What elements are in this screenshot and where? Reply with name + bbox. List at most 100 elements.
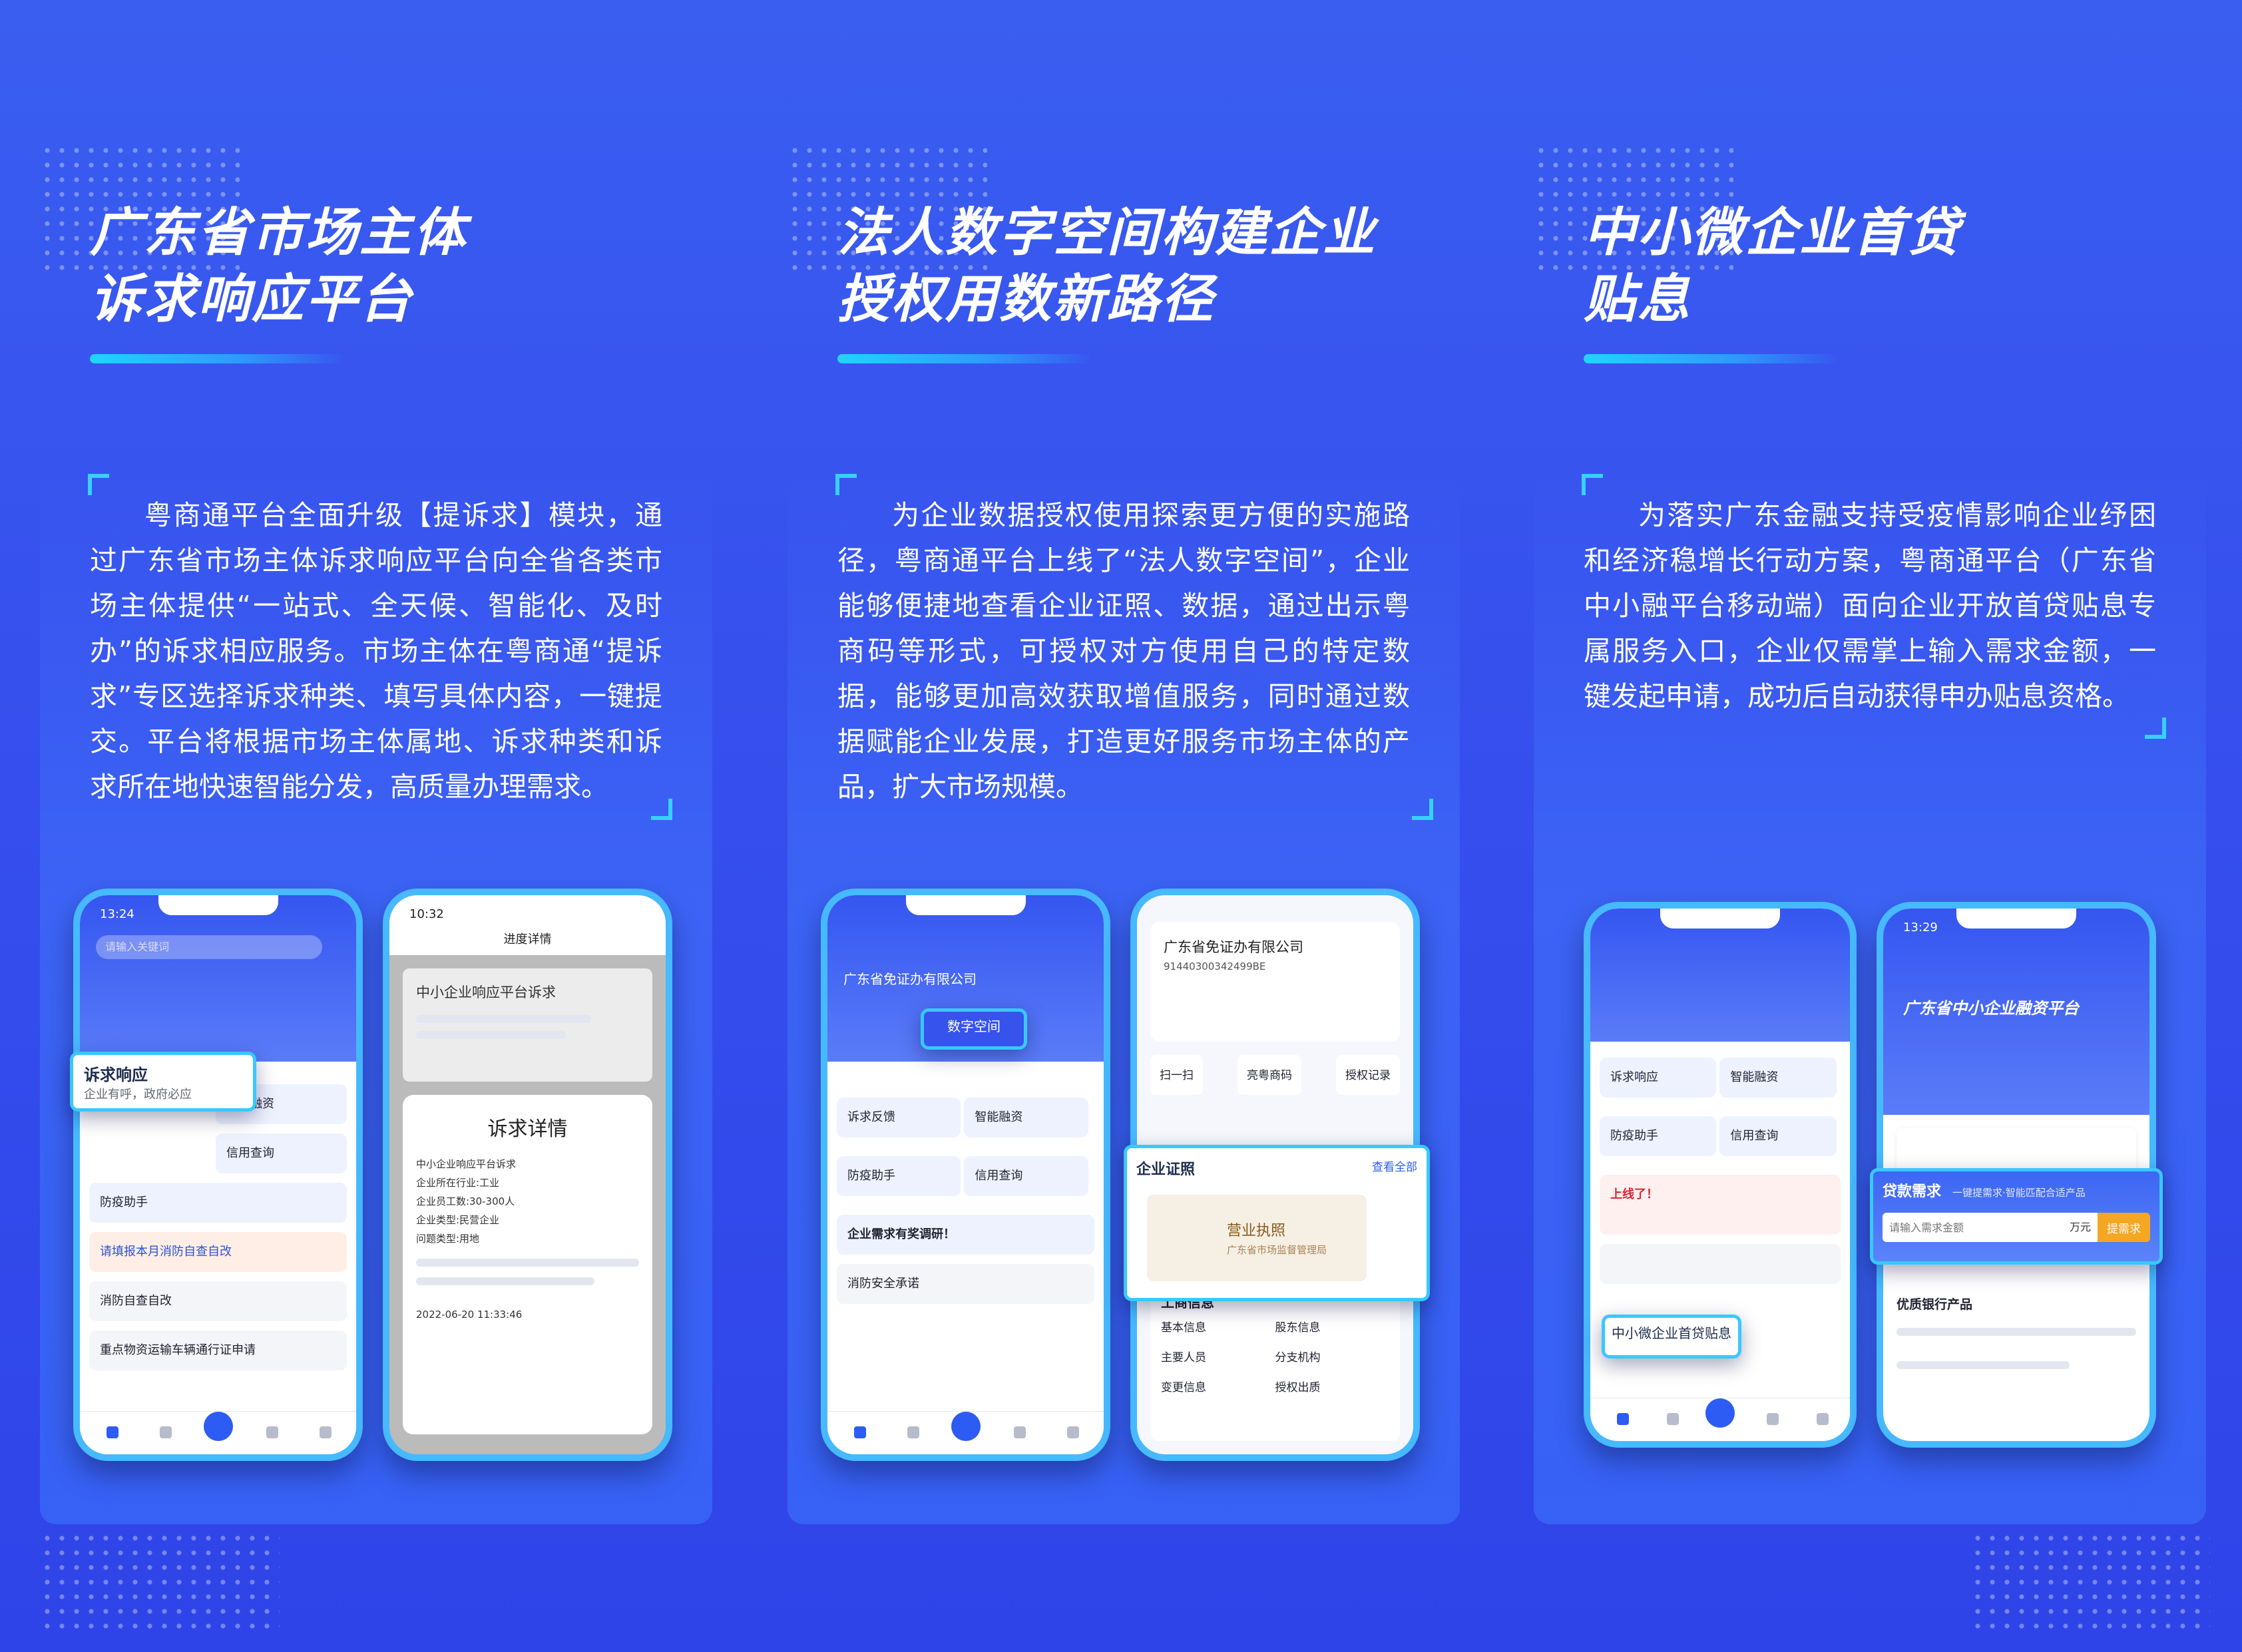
license-card[interactable]: 营业执照 广东省市场监督管理局: [1147, 1195, 1367, 1281]
detail-title: 诉求详情: [487, 1118, 568, 1141]
home-icon[interactable]: [1617, 1413, 1629, 1425]
info-item[interactable]: 分支机构: [1275, 1351, 1321, 1364]
amount-input[interactable]: [1883, 1213, 2063, 1242]
status-time: 13:24: [100, 907, 134, 921]
list-item[interactable]: 重点物资运输车辆通行证申请: [89, 1331, 347, 1370]
bottom-nav: [827, 1411, 1104, 1454]
phone-content: 诉求响应 智能融资 防疫助手 信用查询 上线了！: [1600, 1048, 1841, 1394]
info-item[interactable]: 股东信息: [1275, 1321, 1321, 1335]
submit-time: 2022-06-20 11:33:46: [416, 1309, 523, 1321]
scan-button[interactable]: 扫一扫: [1150, 1055, 1203, 1095]
info-item[interactable]: 基本信息: [1161, 1321, 1206, 1335]
callout-subtitle: 一键提需求·智能匹配合适产品: [1952, 1187, 2086, 1199]
phone-topbar: [389, 895, 666, 955]
tab-digital-space[interactable]: 数字空间: [921, 1008, 1027, 1050]
section-title: 优质银行产品: [1897, 1297, 1973, 1312]
phone-mockup-detail: 10:32 进度详情 中小企业响应平台诉求 诉求详情 中小企业响应平台诉求 企业…: [383, 889, 672, 1461]
service-item[interactable]: 防疫助手: [837, 1156, 961, 1196]
page-title: 进度详情: [503, 932, 552, 946]
column-paragraph: 为企业数据授权使用探索更方便的实施路径，粤商通平台上线了“法人数字空间”，企业能…: [837, 499, 1410, 803]
phone-notch: [1956, 909, 2076, 929]
service-item[interactable]: 信用查询: [964, 1156, 1088, 1196]
company-name: 广东省免证办有限公司: [843, 971, 977, 987]
submit-demand-button[interactable]: 提需求: [2098, 1213, 2150, 1242]
service-item[interactable]: 智能融资: [964, 1098, 1088, 1137]
list-item[interactable]: 消防自查自改: [89, 1281, 347, 1321]
callout-title: 企业证照: [1136, 1161, 1196, 1178]
action-bar: 扫一扫 亮粤商码 授权记录: [1150, 1055, 1400, 1095]
service-item[interactable]: 防疫助手: [1600, 1116, 1717, 1156]
column-complaint-platform: 广东省市场主体 诉求响应平台 粤商通平台全面升级【提诉求】模块，通过广东省市场主…: [40, 0, 712, 1524]
phone-mockup-home: 13:24 请输入关键词 智能融资 信用查询 防疫助手 请填报本月消防自查自改 …: [73, 889, 363, 1461]
column-digital-space: 法人数字空间构建企业 授权用数新路径 为企业数据授权使用探索更方便的实施路径，粤…: [787, 0, 1460, 1524]
service-icon[interactable]: [1667, 1413, 1679, 1425]
list-item[interactable]: 消防安全承诺: [837, 1264, 1094, 1304]
search-input[interactable]: 请输入关键词: [96, 935, 322, 959]
profile-icon[interactable]: [1817, 1413, 1829, 1425]
phone-notch: [158, 895, 278, 915]
callout-header: 贷款需求 一键提需求·智能匹配合适产品: [1883, 1179, 2150, 1201]
phone-content: 诉求反馈 智能融资 防疫助手 信用查询 企业需求有奖调研！ 消防安全承诺: [837, 1088, 1094, 1408]
info-item[interactable]: 主要人员: [1161, 1351, 1206, 1364]
message-icon[interactable]: [1767, 1413, 1779, 1425]
service-item[interactable]: 智能融资: [1719, 1058, 1837, 1098]
company-name: 广东省免证办有限公司: [1164, 939, 1303, 955]
profile-icon[interactable]: [320, 1426, 332, 1438]
amount-unit: 万元: [2062, 1213, 2098, 1242]
home-icon[interactable]: [107, 1426, 118, 1438]
first-loan-subsidy-callout[interactable]: 中小微企业首贷贴息: [1602, 1315, 1741, 1358]
message-icon[interactable]: [1014, 1426, 1026, 1438]
scan-code-icon[interactable]: [951, 1412, 981, 1441]
promo-banner[interactable]: 上线了！: [1600, 1175, 1841, 1235]
license-org: 广东省市场监督管理局: [1227, 1244, 1327, 1256]
show-code-button[interactable]: 亮粤商码: [1237, 1055, 1301, 1095]
scan-code-icon[interactable]: [1705, 1398, 1735, 1428]
message-icon[interactable]: [266, 1426, 278, 1438]
view-all-link[interactable]: 查看全部: [1372, 1161, 1417, 1174]
title-underline: [90, 354, 343, 363]
column-title: 广东省市场主体 诉求响应平台: [90, 203, 468, 329]
case-title: 中小企业响应平台诉求: [416, 984, 556, 1000]
promo-banner[interactable]: 请填报本月消防自查自改: [89, 1232, 347, 1272]
profile-icon[interactable]: [1067, 1426, 1079, 1438]
detail-field: 企业类型:民营企业: [416, 1214, 500, 1226]
service-item[interactable]: 信用查询: [216, 1134, 347, 1173]
survey-banner[interactable]: 企业需求有奖调研！: [837, 1215, 1094, 1255]
corner-bracket: [1582, 474, 1603, 495]
title-underline: [1584, 354, 1837, 363]
case-card: 中小企业响应平台诉求: [403, 968, 652, 1082]
service-icon[interactable]: [907, 1426, 919, 1438]
business-info: 工商信息 基本信息 股东信息 主要人员 分支机构 变更信息 授权出质: [1150, 1281, 1400, 1441]
info-item[interactable]: 变更信息: [1161, 1381, 1206, 1394]
auth-record-button[interactable]: 授权记录: [1336, 1055, 1400, 1095]
info-item[interactable]: 授权出质: [1275, 1381, 1321, 1394]
corner-bracket: [651, 799, 672, 820]
service-item[interactable]: 防疫助手: [89, 1183, 347, 1223]
service-item[interactable]: 诉求响应: [1600, 1058, 1717, 1098]
phone-mockup-home: 诉求响应 智能融资 防疫助手 信用查询 上线了！: [1584, 902, 1857, 1448]
service-icon[interactable]: [160, 1426, 172, 1438]
column-loan-subsidy: 中小微企业首贷 贴息 为落实广东金融支持受疫情影响企业纾困和经济稳增长行动方案，…: [1534, 0, 2206, 1524]
loan-demand-callout: 贷款需求 一键提需求·智能匹配合适产品 万元 提需求: [1870, 1168, 2163, 1265]
text-placeholder: [416, 1031, 566, 1039]
demand-form: 万元 提需求: [1883, 1213, 2150, 1242]
service-item[interactable]: 信用查询: [1719, 1116, 1837, 1156]
text-placeholder: [416, 1015, 591, 1023]
detail-field: 中小企业响应平台诉求: [416, 1158, 517, 1170]
company-card: 广东省免证办有限公司 91440300342499BE: [1150, 922, 1400, 1042]
scan-code-icon[interactable]: [203, 1412, 233, 1441]
license-callout[interactable]: 企业证照 查看全部 营业执照 广东省市场监督管理局: [1124, 1145, 1430, 1301]
phone-notch: [1660, 909, 1780, 929]
column-paragraph: 粤商通平台全面升级【提诉求】模块，通过广东省市场主体诉求响应平台向全省各类市场主…: [90, 499, 662, 803]
corner-bracket: [2145, 718, 2166, 739]
detail-fields: 中小企业响应平台诉求 企业所在行业:工业 企业员工数:30-300人 企业类型:…: [403, 1141, 652, 1337]
service-item[interactable]: 诉求反馈: [837, 1098, 961, 1137]
complaint-callout[interactable]: 诉求响应 企业有呼，政府必应: [70, 1052, 256, 1112]
callout-header: 企业证照 查看全部: [1136, 1157, 1417, 1179]
home-icon[interactable]: [854, 1426, 866, 1438]
corner-bracket: [1412, 799, 1433, 820]
phone-mockup-home: 广东省免证办有限公司 数字空间 诉求反馈 智能融资 防疫助手 信用查询 企业需求…: [821, 889, 1110, 1461]
detail-sheet: 诉求详情 中小企业响应平台诉求 企业所在行业:工业 企业员工数:30-300人 …: [403, 1095, 652, 1434]
decor-dots: [1534, 143, 1733, 276]
column-title: 中小微企业首贷 贴息: [1584, 203, 1962, 329]
